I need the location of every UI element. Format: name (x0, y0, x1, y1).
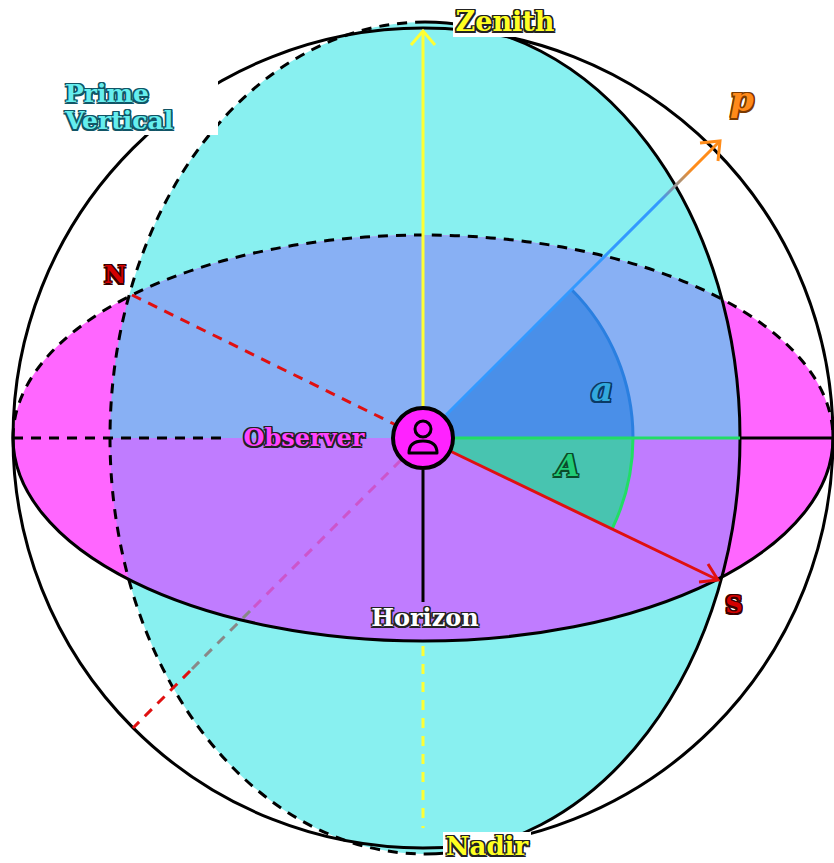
altitude-wedge (423, 290, 633, 439)
antipode-line (250, 460, 401, 611)
direction-label: N (104, 262, 126, 288)
nadir-label: Nadir (443, 832, 531, 861)
antipode-line (190, 611, 250, 671)
zenith-arrow (422, 31, 425, 406)
direction-label: S (725, 592, 742, 618)
plane-label: Prime Vertical (62, 80, 218, 135)
observer-marker (393, 408, 453, 468)
person-icon (415, 421, 431, 437)
person-icon (409, 441, 437, 453)
star-direction (446, 142, 719, 415)
plane-label: Horizon (371, 605, 479, 631)
arrowhead (700, 141, 720, 161)
zenith-label: Zenith (453, 7, 558, 37)
prime-vertical-front (425, 22, 740, 854)
north-line (132, 295, 396, 425)
east-axis (740, 437, 833, 440)
vector-label: p (730, 81, 754, 118)
observer-label: Observer (244, 425, 365, 451)
nadir-line (422, 646, 425, 828)
angle-label: a (591, 371, 613, 408)
west-axis (13, 437, 222, 440)
arrowhead (699, 564, 718, 582)
celestial-sphere-outline (13, 28, 833, 848)
altitude-arc (572, 290, 634, 439)
azimuth-reference (455, 437, 740, 440)
azimuth-arc (612, 438, 633, 529)
vertical-axis (422, 470, 425, 602)
south-arrow (450, 451, 716, 579)
arrowhead (411, 31, 435, 45)
antipode-line (133, 671, 190, 728)
angle-label: A (556, 449, 579, 482)
